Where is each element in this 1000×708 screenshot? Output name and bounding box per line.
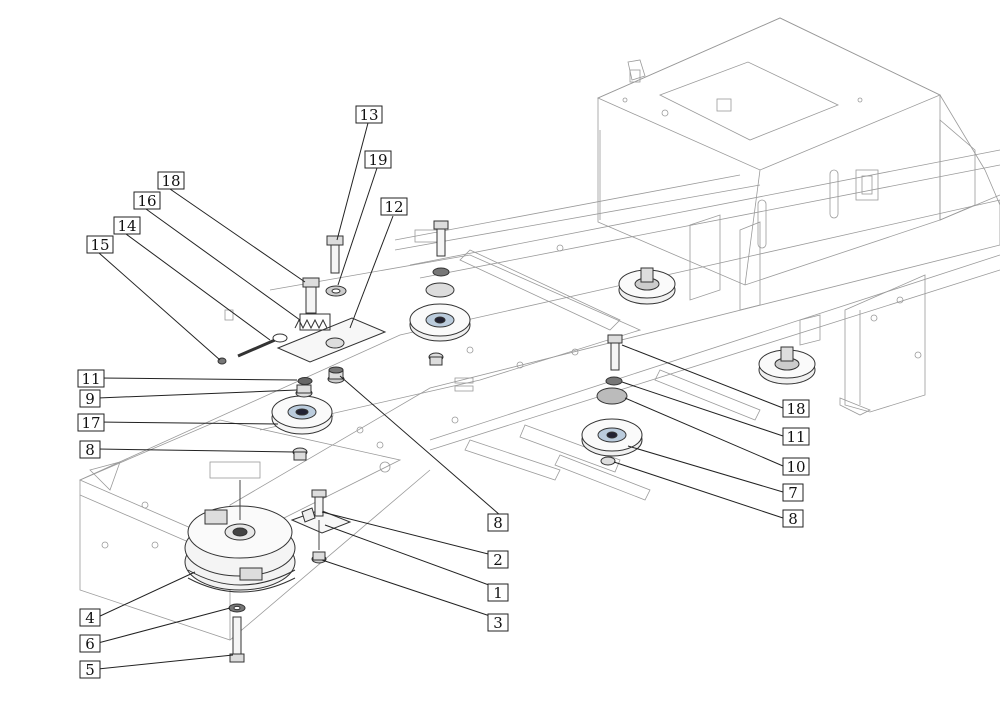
callout-15: 15 — [86, 235, 114, 254]
idler-pulley-left — [271, 377, 333, 461]
center-pulley — [409, 220, 471, 366]
electric-clutch — [184, 480, 296, 593]
callout-label: 7 — [788, 484, 798, 502]
callout-1: 1 — [487, 583, 509, 602]
idler-bracket-hardware — [327, 366, 345, 384]
callout-label: 3 — [493, 614, 503, 632]
callout-11-right: 11 — [782, 427, 810, 446]
callout-4: 4 — [79, 608, 101, 627]
callout-9: 9 — [79, 389, 101, 408]
eye-bolt — [217, 333, 288, 365]
callout-label: 14 — [117, 217, 136, 235]
callout-10: 10 — [782, 457, 810, 476]
callout-label: 8 — [493, 514, 503, 532]
callout-label: 19 — [368, 151, 387, 169]
callout-label: 18 — [786, 400, 805, 418]
callout-14: 14 — [113, 216, 141, 235]
callout-label: 6 — [85, 635, 95, 653]
callout-label: 8 — [788, 510, 798, 528]
callout-8-center: 8 — [487, 513, 509, 532]
callout-label: 2 — [493, 551, 503, 569]
callout-5: 5 — [79, 660, 101, 679]
callout-13: 13 — [355, 105, 383, 124]
idler-spring — [294, 313, 331, 331]
callout-11-left: 11 — [77, 369, 105, 388]
callout-label: 15 — [90, 236, 109, 254]
callout-label: 1 — [493, 584, 503, 602]
callout-19: 19 — [364, 150, 392, 169]
idler-pulley-right — [581, 334, 643, 466]
callout-label: 13 — [359, 106, 378, 124]
callout-2: 2 — [487, 550, 509, 569]
callout-12: 12 — [380, 197, 408, 216]
callout-label: 12 — [384, 198, 403, 216]
leader-lines — [97, 122, 784, 670]
chassis-frame — [78, 17, 1000, 641]
callout-label: 17 — [81, 414, 100, 432]
callout-7: 7 — [782, 483, 804, 502]
callout-17: 17 — [77, 413, 105, 432]
callout-label: 11 — [786, 428, 805, 446]
callout-16: 16 — [133, 191, 161, 210]
callout-label: 18 — [161, 172, 180, 190]
clutch-bolt — [228, 603, 246, 663]
parts — [184, 220, 816, 663]
rear-pulley-upper — [618, 267, 676, 305]
callout-8-left: 8 — [79, 440, 101, 459]
rear-pulley-lower — [758, 346, 816, 385]
callout-label: 16 — [137, 192, 156, 210]
callout-18-left: 18 — [157, 171, 185, 190]
callout-label: 11 — [81, 370, 100, 388]
callout-18-right: 18 — [782, 399, 810, 418]
callout-8-right: 8 — [782, 509, 804, 528]
idler-arm-bracket — [276, 317, 387, 363]
callout-label: 10 — [786, 458, 805, 476]
callout-label: 9 — [85, 390, 95, 408]
bracket-bolts — [302, 235, 347, 314]
callout-label: 8 — [85, 441, 95, 459]
callout-3: 3 — [487, 613, 509, 632]
clutch-stop-bracket — [290, 489, 352, 564]
callout-6: 6 — [79, 634, 101, 653]
callout-label: 5 — [85, 661, 95, 679]
callout-label: 4 — [85, 609, 95, 627]
